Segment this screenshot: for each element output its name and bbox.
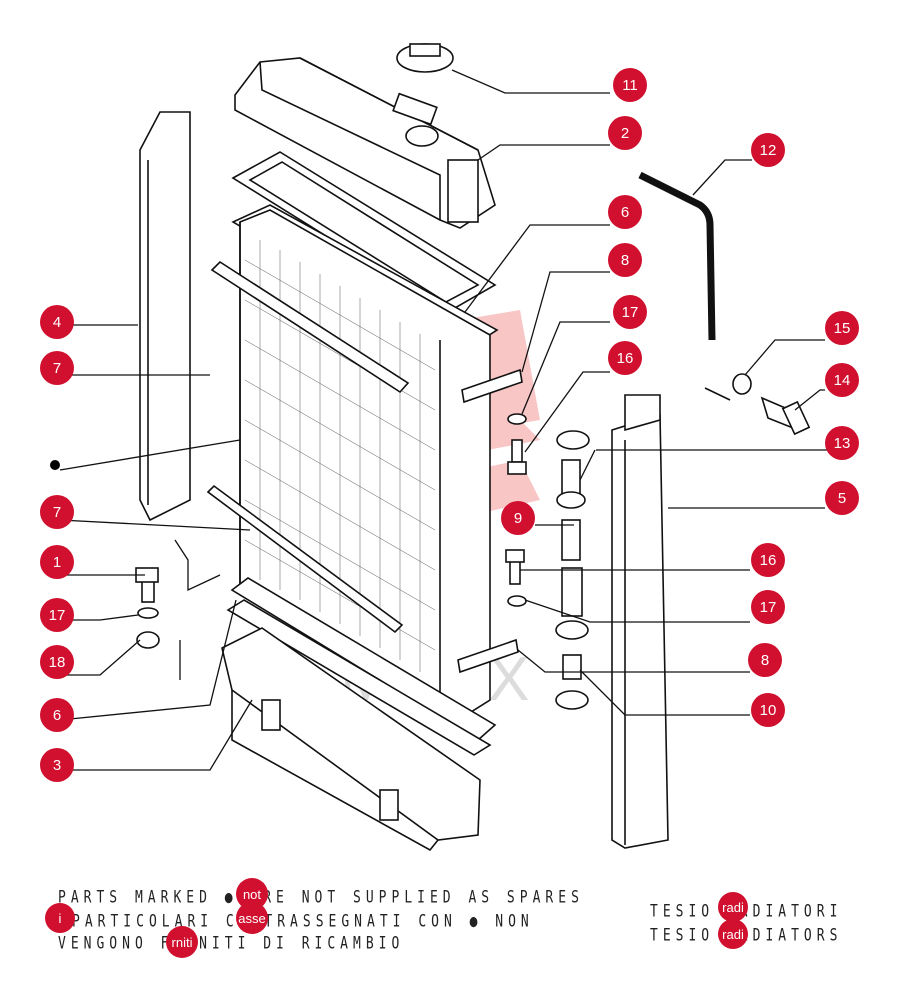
callout-7-lower: 7 — [40, 495, 74, 529]
callout-16-lower: 16 — [751, 543, 785, 577]
upper-bracket — [461, 368, 523, 404]
washer-middle — [507, 595, 527, 607]
overflow-pipe — [638, 171, 716, 341]
callout-17-lower: 17 — [751, 590, 785, 624]
callout-4: 4 — [40, 305, 74, 339]
left-side-plate — [139, 111, 191, 522]
bolt-left — [141, 579, 155, 603]
hose-middle — [561, 519, 581, 561]
upper-side-strip — [210, 260, 410, 394]
washer-left — [137, 607, 159, 619]
callout-7-upper: 7 — [40, 351, 74, 385]
callout-6-lower: 6 — [40, 698, 74, 732]
callout-18: 18 — [40, 645, 74, 679]
callout-1: 1 — [40, 545, 74, 579]
non-spare-marker-dot — [50, 460, 60, 470]
leader-lines — [59, 69, 830, 771]
legend-marker-i: i — [45, 903, 75, 933]
legend-marker-rniti: rniti — [166, 926, 198, 958]
washer-15 — [732, 373, 752, 395]
callout-8-lower: 8 — [748, 643, 782, 677]
legend-line-italian-2: VENGONO FORNITI DI RICAMBIO — [58, 934, 405, 954]
bolt-upper — [511, 439, 523, 463]
callout-6-upper: 6 — [608, 195, 642, 229]
parts-outlines — [135, 43, 811, 852]
callout-12: 12 — [751, 133, 785, 167]
callout-10: 10 — [751, 693, 785, 727]
callout-11: 11 — [613, 68, 647, 102]
callout-15: 15 — [825, 311, 859, 345]
maker-line-english: TESIO RADIATORS — [650, 926, 843, 946]
nut-left — [136, 631, 160, 649]
callout-3: 3 — [40, 748, 74, 782]
bolt-middle — [509, 559, 521, 585]
callout-8-upper: 8 — [608, 243, 642, 277]
maker-marker-2: radi — [718, 919, 748, 949]
callout-9: 9 — [501, 501, 535, 535]
legend-marker-asse: asse — [236, 902, 268, 934]
lower-side-strip — [206, 484, 404, 634]
callout-17-left: 17 — [40, 598, 74, 632]
callout-5: 5 — [825, 481, 859, 515]
callout-2: 2 — [608, 116, 642, 150]
hose-lower — [561, 567, 583, 617]
legend-line-italian-1: PARTICOLARI CONTRASSEGNATI CON ● NON — [72, 912, 534, 932]
callout-17-upper: 17 — [613, 295, 647, 329]
callout-16-upper: 16 — [608, 341, 642, 375]
top-tank — [234, 57, 496, 229]
maker-line-italian: TESIO RADIATORI — [650, 902, 843, 922]
right-side-plate — [611, 413, 669, 849]
legend-line-english: PARTS MARKED ● ARE NOT SUPPLIED AS SPARE… — [58, 888, 584, 908]
callout-14: 14 — [825, 363, 859, 397]
hose-short — [562, 654, 582, 680]
maker-marker-1: radi — [718, 892, 748, 922]
lower-bracket — [457, 638, 519, 674]
callout-13: 13 — [825, 426, 859, 460]
washer-upper — [507, 413, 527, 425]
